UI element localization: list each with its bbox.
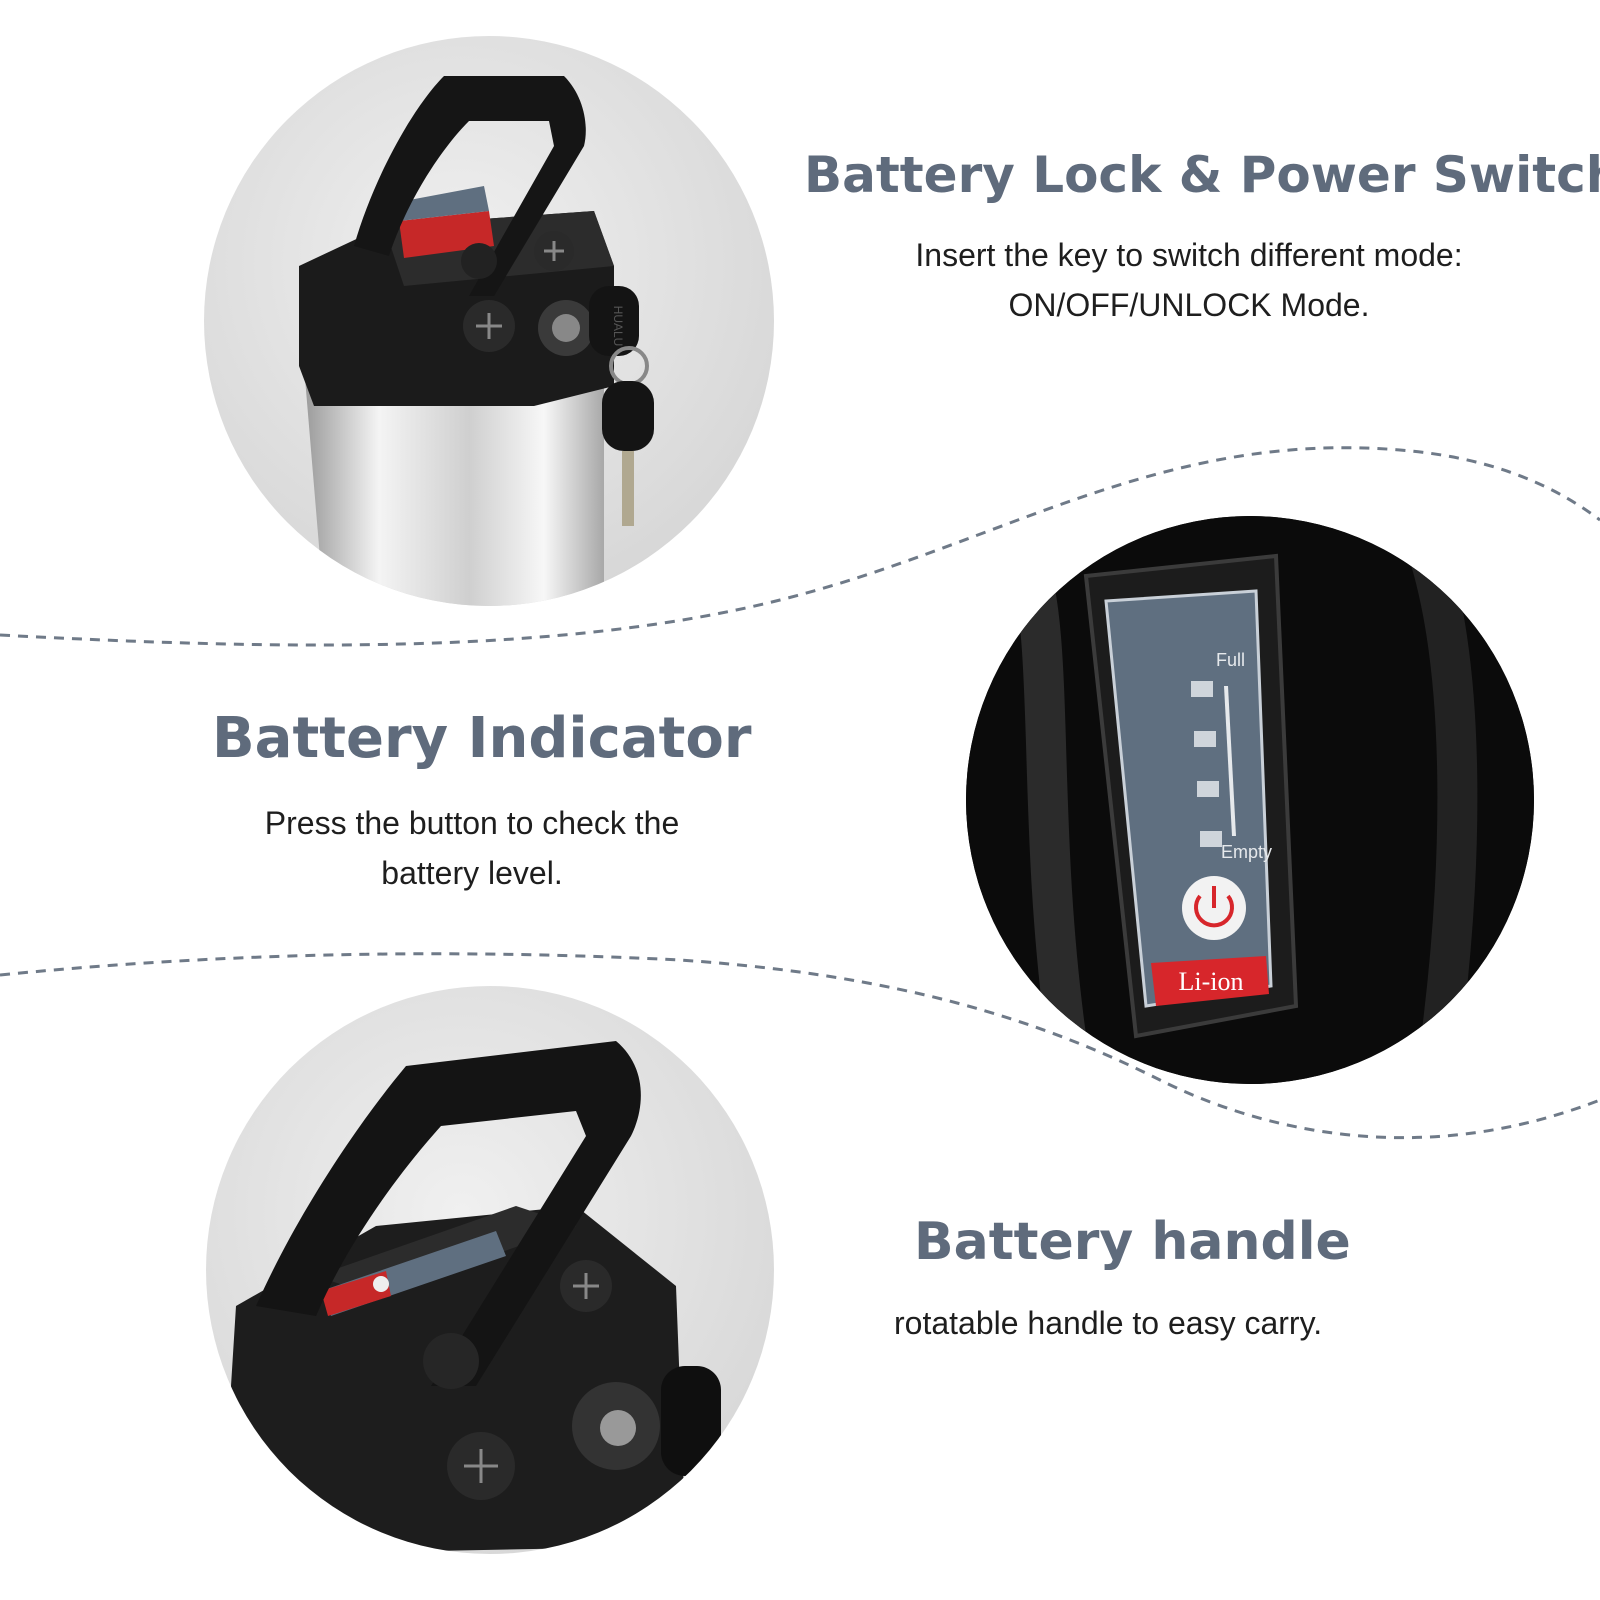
led-1 xyxy=(1200,831,1222,847)
lock-description-line-1: Insert the key to switch different mode: xyxy=(915,237,1463,273)
led-3 xyxy=(1194,731,1216,747)
empty-label: Empty xyxy=(1221,842,1272,862)
indicator-description-line-2: battery level. xyxy=(381,855,563,891)
led-4 xyxy=(1191,681,1213,697)
led-2 xyxy=(1197,781,1219,797)
battery-lock-photo: HUALU xyxy=(204,36,774,606)
led-group xyxy=(1191,681,1222,847)
battery-handle-photo xyxy=(206,986,774,1554)
handle-section-title: Battery handle xyxy=(914,1212,1351,1272)
battery-indicator-photo: Full Empty Li-ion xyxy=(966,516,1534,1084)
indicator-section-title: Battery Indicator xyxy=(212,706,752,771)
full-label: Full xyxy=(1216,650,1245,670)
handle-description-line-1: rotatable handle to easy carry. xyxy=(894,1305,1323,1341)
indicator-description-line-1: Press the button to check the xyxy=(264,805,680,841)
lock-section-title: Battery Lock & Power Switch xyxy=(804,146,1600,204)
lock-description-line-2: ON/OFF/UNLOCK Mode. xyxy=(1008,287,1370,323)
key-brand-text: HUALU xyxy=(611,306,625,347)
power-button[interactable] xyxy=(1182,876,1246,940)
li-ion-badge: Li-ion xyxy=(1179,967,1244,996)
